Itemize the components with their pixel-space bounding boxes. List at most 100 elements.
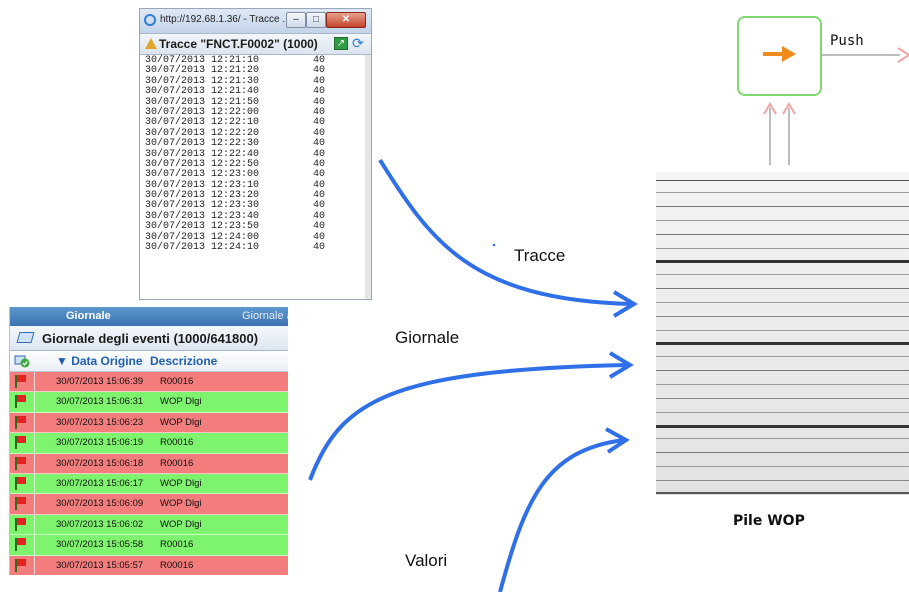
trace-value: 40 xyxy=(313,169,326,181)
pile-layer-line xyxy=(656,342,909,345)
trace-value: 40 xyxy=(313,242,326,254)
label-tracce: Tracce xyxy=(514,246,566,265)
event-description: WOP Dlgi xyxy=(160,498,202,510)
row-divider xyxy=(34,372,35,392)
event-description: WOP Dlgi xyxy=(160,416,202,428)
trace-value: 40 xyxy=(313,190,326,202)
event-row[interactable]: 30/07/2013 15:05:57 R00016 xyxy=(10,555,288,575)
flag-icon xyxy=(15,395,26,409)
event-date: 30/07/2013 15:05:57 xyxy=(56,559,144,571)
browser-icon xyxy=(144,14,156,26)
tracce-url: http://192.68.1.36/ - Tracce ... xyxy=(160,14,291,25)
push-arrow-icon xyxy=(763,46,796,62)
tracce-scrollbar[interactable] xyxy=(365,55,371,299)
warning-icon xyxy=(145,38,157,49)
flag-icon xyxy=(15,436,26,450)
trace-time: 30/07/2013 12:22:30 xyxy=(145,138,260,150)
pile-layer-line xyxy=(656,398,909,399)
pile-layer-line xyxy=(656,180,909,181)
trace-time: 30/07/2013 12:22:00 xyxy=(145,106,260,118)
trace-value: 40 xyxy=(313,65,326,77)
pile-layer-line xyxy=(656,438,909,439)
row-divider xyxy=(34,494,35,514)
pile-layer-line xyxy=(656,260,909,263)
giornale-header: Giornale degli eventi (1000/641800) xyxy=(10,326,288,351)
trace-value: 40 xyxy=(313,96,326,108)
maximize-button[interactable]: □ xyxy=(306,12,326,28)
flag-icon xyxy=(15,497,26,511)
row-divider xyxy=(34,555,35,575)
pile-layer-line xyxy=(656,384,909,385)
refresh-icon[interactable]: ⟳ xyxy=(352,35,364,51)
trace-value: 40 xyxy=(313,210,326,222)
column-header-data-origine[interactable]: ▼ Data Origine xyxy=(56,354,143,368)
trace-row: 30/07/2013 12:23:20 40 xyxy=(145,190,325,202)
giornale-panel: Giornale Giornale atti Giornale degli ev… xyxy=(9,307,288,575)
arrow-giornale xyxy=(308,363,629,481)
giornale-tabbar: Giornale Giornale atti xyxy=(10,307,288,326)
row-divider xyxy=(34,535,35,555)
trace-value: 40 xyxy=(313,221,326,233)
label-pile-wop: Pile WOP xyxy=(733,513,805,529)
acknowledge-check-icon[interactable] xyxy=(14,354,30,368)
pile-layer-line xyxy=(656,425,909,428)
pile-layer-line xyxy=(656,370,909,371)
event-date: 30/07/2013 15:06:23 xyxy=(56,416,144,428)
pile-layer-line xyxy=(656,330,909,331)
flag-icon xyxy=(15,476,26,490)
label-push: Push xyxy=(830,33,864,49)
trace-value: 40 xyxy=(313,86,326,98)
tracce-title: Tracce "FNCT.F0002" (1000) xyxy=(159,37,318,51)
event-description: R00016 xyxy=(160,559,194,571)
row-divider xyxy=(34,514,35,535)
event-date: 30/07/2013 15:05:58 xyxy=(56,539,144,551)
close-button[interactable]: ✕ xyxy=(326,12,366,28)
minimize-button[interactable]: – xyxy=(286,12,306,28)
event-row[interactable]: 30/07/2013 15:06:18 R00016 xyxy=(10,453,288,474)
trace-time: 30/07/2013 12:22:20 xyxy=(145,127,260,139)
trace-time: 30/07/2013 12:24:10 xyxy=(145,242,260,254)
pile-layer-line xyxy=(656,192,909,193)
arrow-valori-head xyxy=(605,427,630,454)
flag-icon xyxy=(15,538,26,552)
trace-time: 30/07/2013 12:21:20 xyxy=(145,65,260,77)
pile-layer-line xyxy=(656,316,909,317)
trace-value: 40 xyxy=(313,200,326,212)
event-description: WOP Dlgi xyxy=(160,477,202,489)
trace-value: 40 xyxy=(313,55,326,66)
export-icon[interactable]: ↗ xyxy=(334,37,348,50)
event-description: R00016 xyxy=(160,457,194,469)
tab-giornale-atti[interactable]: Giornale atti xyxy=(242,310,288,322)
row-divider xyxy=(34,433,35,453)
up-arrows xyxy=(763,102,796,165)
event-date: 30/07/2013 15:06:39 xyxy=(56,376,144,387)
column-header-descrizione[interactable]: Descrizione xyxy=(150,354,218,368)
trace-time: 30/07/2013 12:23:20 xyxy=(145,190,260,202)
tab-giornale[interactable]: Giornale xyxy=(66,310,111,322)
trace-value: 40 xyxy=(313,117,326,129)
event-date: 30/07/2013 15:06:18 xyxy=(56,457,144,469)
trace-time: 30/07/2013 12:22:40 xyxy=(145,148,260,160)
pile-layer-line xyxy=(656,412,909,413)
event-row[interactable]: 30/07/2013 15:06:23 WOP Dlgi xyxy=(10,412,288,434)
trace-time: 30/07/2013 12:21:50 xyxy=(145,96,260,108)
giornale-column-headers: ▼ Data Origine Descrizione xyxy=(10,351,288,372)
trace-time: 30/07/2013 12:22:50 xyxy=(145,158,260,170)
